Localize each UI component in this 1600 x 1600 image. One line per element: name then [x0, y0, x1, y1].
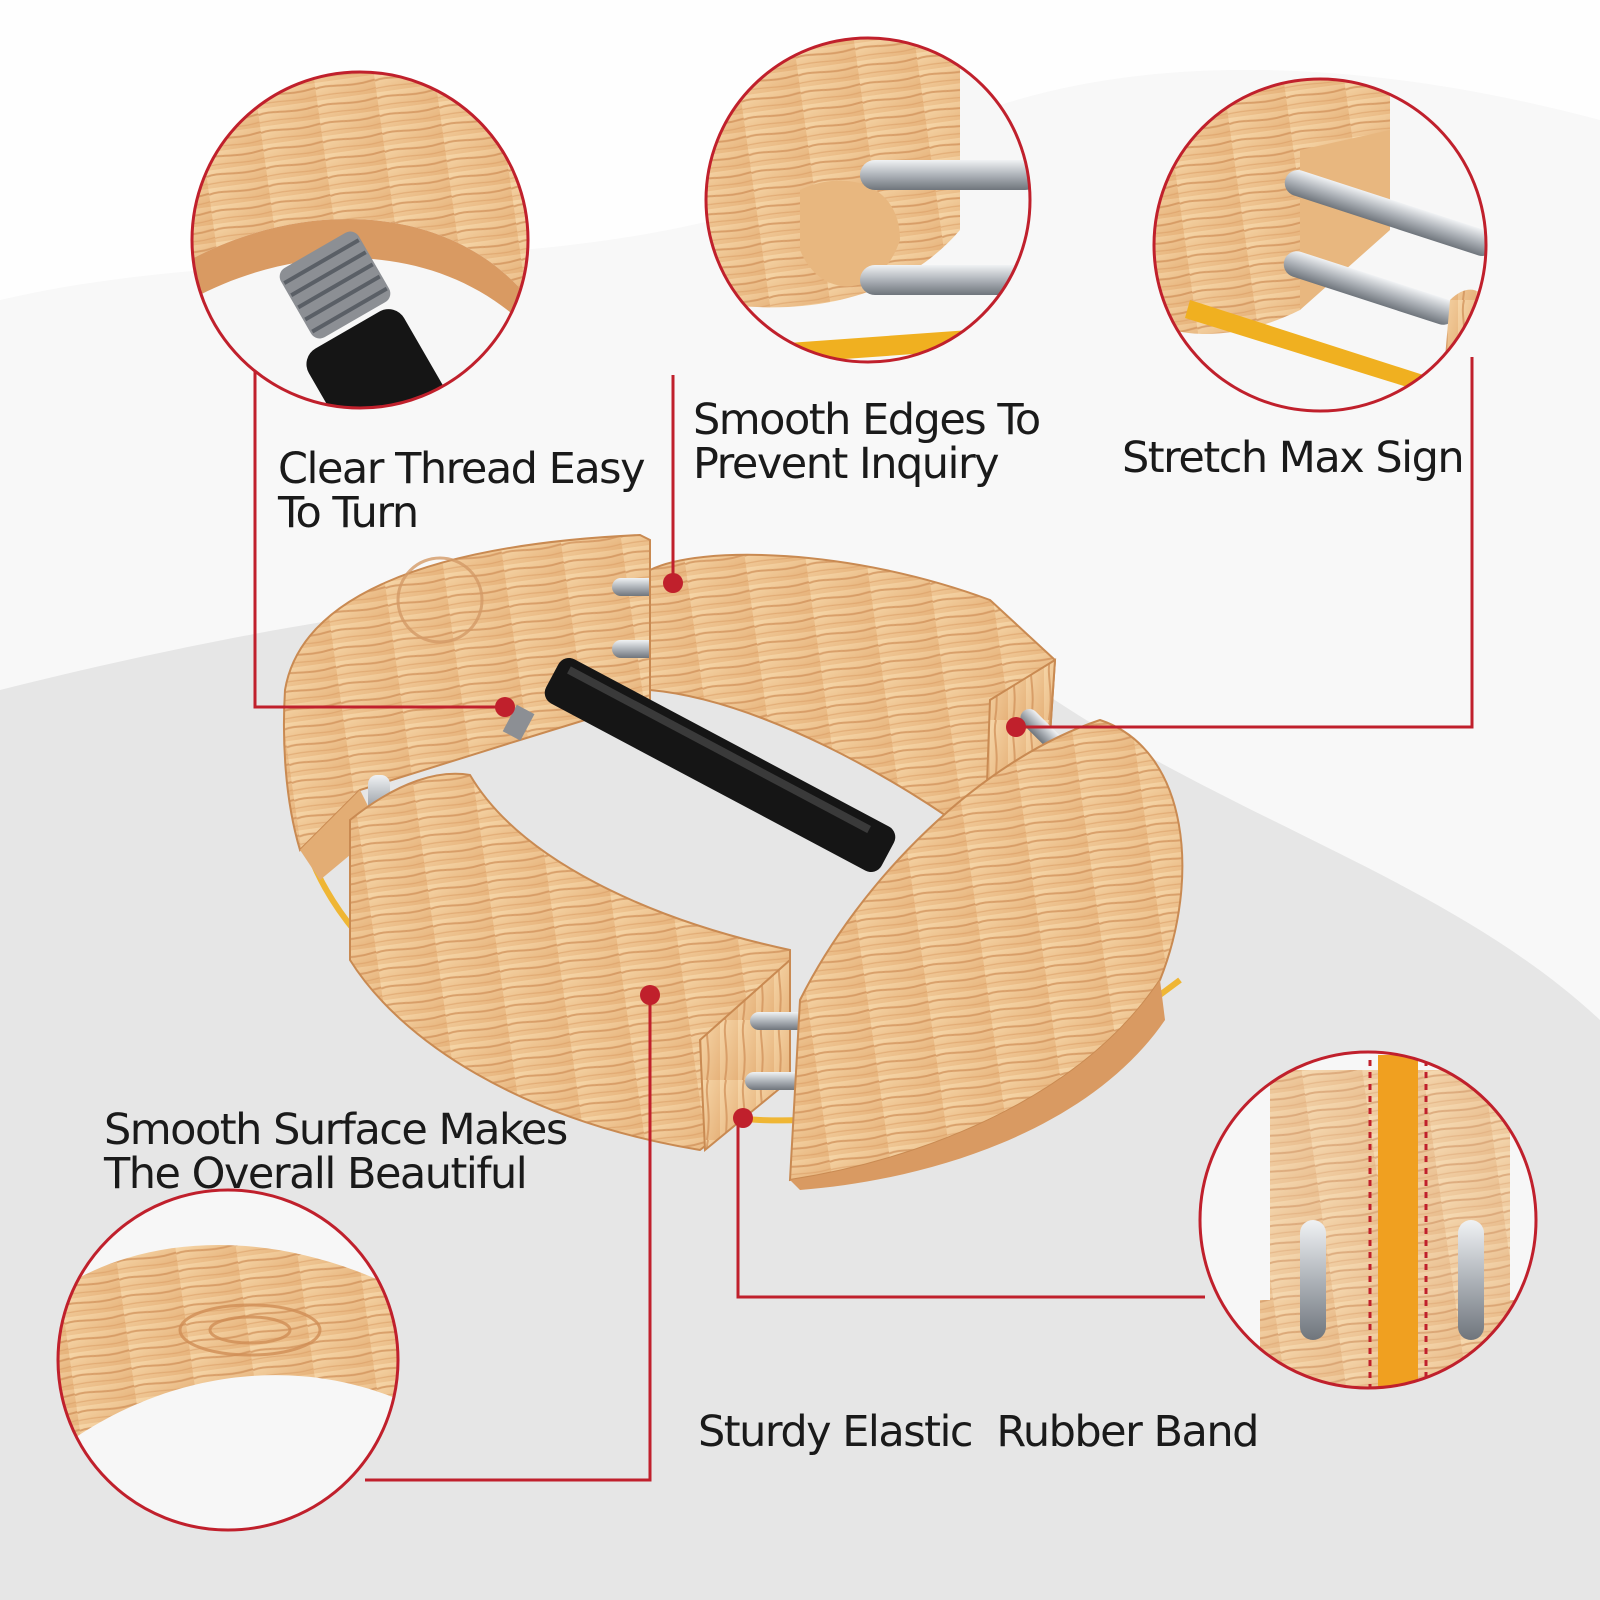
label-surface-line1: Smooth Surface Makes	[104, 1105, 568, 1155]
label-stretch-max-line1: Stretch Max Sign	[1122, 433, 1465, 483]
label-edges: Smooth Edges To Prevent Inquiry	[693, 395, 1041, 489]
zoom-circle-stretch-max	[1152, 77, 1488, 413]
zoom-circle-thread	[190, 70, 530, 410]
label-band-line1: Sturdy Elastic Rubber Band	[698, 1407, 1259, 1457]
shoe-stretcher	[282, 533, 1184, 1190]
callout-lines	[253, 357, 1474, 1482]
label-thread: Clear Thread Easy To Turn	[278, 444, 646, 538]
callout-dots	[495, 573, 1026, 1128]
label-band: Sturdy Elastic Rubber Band	[698, 1322, 1259, 1498]
label-edges-line1: Smooth Edges To	[693, 395, 1041, 445]
zoom-circle-edges	[704, 36, 1032, 364]
label-surface-line2: The Overall Beautiful	[104, 1149, 528, 1199]
label-thread-line2: To Turn	[278, 488, 419, 538]
label-edges-line2: Prevent Inquiry	[693, 439, 1000, 489]
label-stretch-max: Stretch Max Sign	[1122, 433, 1465, 483]
label-thread-line1: Clear Thread Easy	[278, 444, 646, 494]
zoom-circle-surface	[56, 1188, 400, 1532]
label-surface: Smooth Surface Makes The Overall Beautif…	[104, 1105, 568, 1199]
